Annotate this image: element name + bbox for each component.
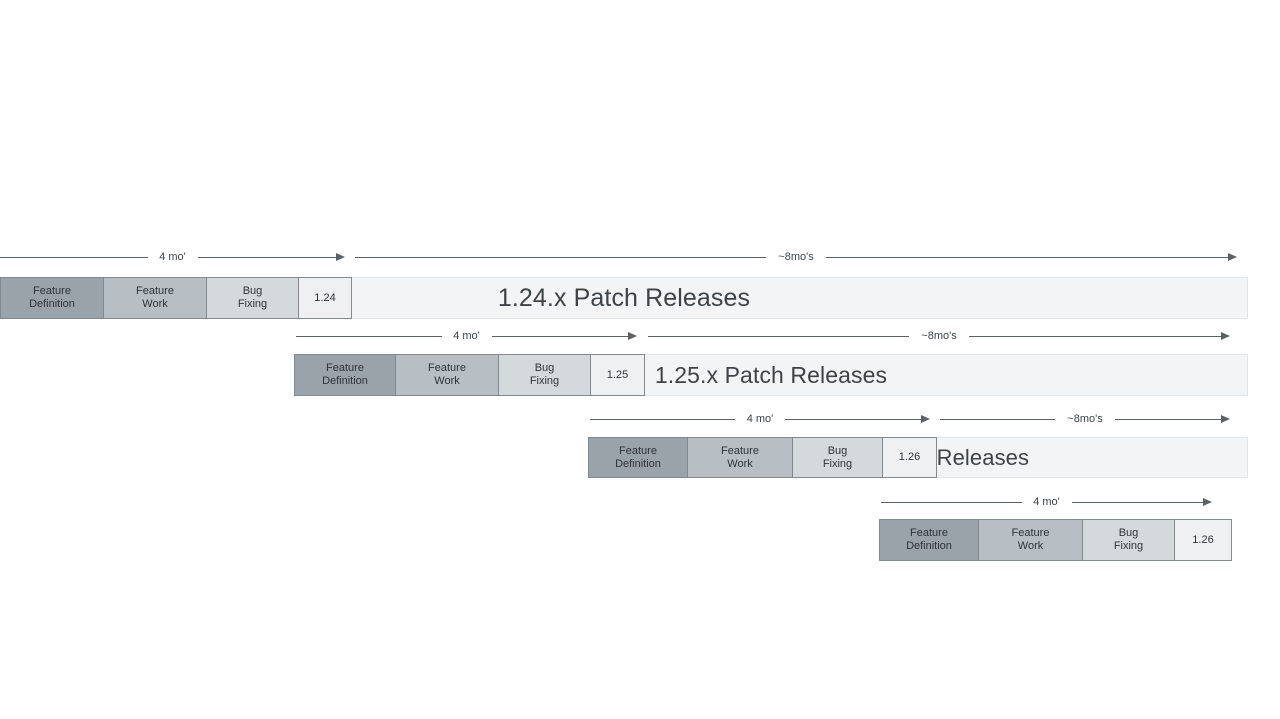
arrow-line-left: [355, 257, 766, 258]
arrow-line-left: [296, 336, 442, 337]
phase-box-feature-work-line2: Work: [142, 298, 168, 310]
patch-release-label: 1.25.x Patch Releases: [654, 361, 888, 388]
arrow-line-right: [826, 257, 1228, 258]
phase-box-version-chip[interactable]: 1.25: [590, 354, 645, 396]
phase-box-version-chip-line1: 1.26: [898, 451, 921, 464]
patch-duration-arrow: ~8mo's: [940, 411, 1230, 429]
phase-box-bug-fixing-line1: Bug: [242, 285, 263, 298]
patch-duration-label: ~8mo's: [774, 250, 818, 265]
phase-box-feature-definition-line1: Feature: [910, 527, 948, 540]
phase-box-version-chip-line1: 1.24: [314, 291, 336, 304]
phase-box-bug-fixing-line1: Bug: [827, 444, 848, 457]
phase-box-bug-fixing-line1: Bug: [534, 362, 555, 375]
arrow-line-left: [648, 336, 909, 337]
arrow-head-icon: [1203, 498, 1212, 506]
phase-box-bug-fixing-line2: Fixing: [1113, 540, 1144, 552]
arrow-line-right: [969, 336, 1221, 337]
phase-box-feature-work-line2: Work: [434, 375, 460, 387]
arrow-line-left: [0, 257, 148, 258]
development-duration-arrow: 4 mo': [590, 411, 930, 429]
phase-box-version-chip-line1: 1.25: [606, 368, 629, 381]
arrow-line-right: [785, 419, 921, 420]
arrow-head-icon: [628, 332, 637, 340]
phase-box-version-chip-line1: 1.26: [1192, 533, 1214, 546]
phase-box-feature-work-line1: Feature: [721, 444, 759, 457]
phase-box-feature-work-line2: Work: [1017, 540, 1044, 552]
patch-release-label: 1.24.x Patch Releases: [497, 283, 751, 312]
phase-box-feature-definition-line1: Feature: [326, 362, 364, 375]
phase-box-feature-definition-line2: Definition: [322, 375, 368, 387]
patch-duration-arrow: ~8mo's: [648, 328, 1230, 346]
phase-box-version-chip[interactable]: 1.26: [1174, 519, 1232, 561]
patch-duration-arrow: ~8mo's: [355, 249, 1237, 267]
phase-box-feature-definition-line1: Feature: [619, 444, 657, 457]
phase-box-bug-fixing-line2: Fixing: [529, 375, 560, 387]
arrow-head-icon: [1221, 332, 1230, 340]
phase-box-feature-work-line1: Feature: [428, 362, 466, 375]
phase-box-bug-fixing-line2: Fixing: [822, 457, 853, 470]
arrow-line-left: [590, 419, 735, 420]
arrow-line-right: [197, 257, 336, 258]
arrow-head-icon: [1221, 415, 1230, 423]
phase-box-feature-work-line1: Feature: [136, 285, 174, 298]
arrow-line-right: [1071, 502, 1203, 503]
phase-box-feature-definition-line1: Feature: [33, 285, 71, 298]
development-duration-label: 4 mo': [155, 250, 190, 265]
arrow-line-left: [940, 419, 1055, 420]
phase-box-bug-fixing-line1: Bug: [1118, 527, 1139, 540]
development-duration-label: 4 mo': [742, 412, 778, 427]
arrow-line-right: [1115, 419, 1221, 420]
phase-box-feature-definition-line2: Definition: [29, 298, 75, 310]
development-duration-arrow: 4 mo': [296, 328, 637, 346]
arrow-head-icon: [1228, 253, 1237, 261]
development-duration-arrow: 4 mo': [881, 494, 1212, 512]
phase-box-bug-fixing-line2: Fixing: [237, 298, 268, 310]
arrow-line-left: [881, 502, 1022, 503]
patch-duration-label: ~8mo's: [1063, 412, 1107, 427]
arrow-line-right: [491, 336, 628, 337]
phase-box-feature-definition-line2: Definition: [906, 540, 952, 552]
development-duration-label: 4 mo': [1029, 495, 1064, 510]
phase-box-feature-work-line2: Work: [727, 457, 753, 470]
arrow-head-icon: [921, 415, 930, 423]
arrow-head-icon: [336, 253, 345, 261]
phase-box-feature-definition-line2: Definition: [615, 457, 661, 470]
development-duration-label: 4 mo': [449, 329, 484, 344]
phase-box-feature-work-line1: Feature: [1011, 527, 1050, 540]
phase-box-version-chip[interactable]: 1.24: [298, 277, 352, 319]
phase-box-version-chip[interactable]: 1.26: [882, 437, 937, 478]
development-duration-arrow: 4 mo': [0, 249, 345, 267]
patch-duration-label: ~8mo's: [917, 329, 961, 344]
